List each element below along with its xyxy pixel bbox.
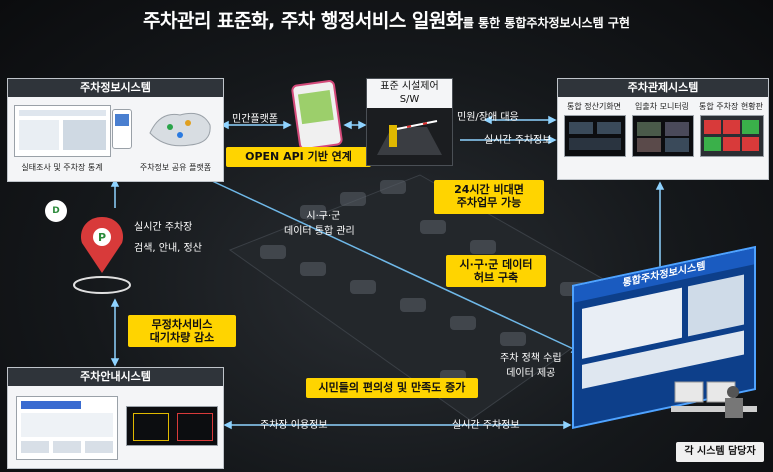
- operator-desk-icon: [671, 381, 757, 418]
- title-sub: 를 통한 통합주차정보시스템 구현: [462, 16, 630, 30]
- realtime-search-label: 실시간 주차장 검색, 안내, 정산: [134, 218, 202, 254]
- panel-title: 주차관제시스템: [558, 79, 768, 97]
- mobile-screen: [112, 109, 132, 149]
- hub-tag: 시·구·군 데이터 허브 구축: [446, 255, 546, 287]
- survey-stats-screen: [14, 105, 111, 157]
- panel-title: 주차정보시스템: [8, 79, 223, 97]
- unmanned-line-2: 대기차량 감소: [149, 331, 215, 344]
- location-pin-icon: P: [73, 217, 131, 294]
- realtime-info-top-label: 실시간 주차정보: [484, 135, 552, 146]
- city-data-line-1: 시·구·군: [306, 211, 341, 222]
- hub-line-2: 허브 구축: [473, 271, 519, 284]
- settlement-screen: [564, 115, 626, 157]
- policy-line-2: 데이터 제공: [506, 368, 556, 379]
- facility-title-box: 표준 시설제어 S/W: [367, 79, 452, 108]
- realtime-search-line-2: 검색, 안내, 정산: [134, 243, 202, 254]
- parking-control-system-panel: 주차관제시스템 통합 정산기화면 입출차 모니터링 통합 주차장 현황판: [557, 78, 769, 180]
- unmanned-tag: 무정차서비스 대기차량 감소: [128, 315, 236, 347]
- guide-web-screen: [16, 396, 118, 460]
- open-api-tag: OPEN API 기반 연계: [226, 147, 371, 167]
- complaint-label: 민원/장애 대응: [457, 112, 519, 123]
- nonface-tag: 24시간 비대면 주차업무 가능: [434, 180, 544, 214]
- facility-title: 표준 시설제어: [380, 81, 439, 92]
- nonface-line-1: 24시간 비대면: [454, 183, 524, 196]
- app-logo-icon: D: [45, 200, 67, 222]
- unmanned-line-1: 무정차서비스: [151, 318, 213, 331]
- panel-title: 주차안내시스템: [8, 368, 223, 386]
- entry-monitor-screen: [632, 115, 694, 157]
- sharing-map-graphic: [140, 103, 218, 151]
- parking-info-system-panel: 주차정보시스템 실태조사 및 주차장 통계 주차정보 공유 플랫폼: [7, 78, 224, 182]
- policy-line-1: 주차 정책 수립: [500, 353, 562, 364]
- staff-label: 각 시스템 담당자: [676, 442, 764, 462]
- citizen-satisfaction-tag: 시민들의 편의성 및 만족도 증가: [306, 378, 478, 398]
- guide-signboard: [126, 406, 218, 446]
- survey-stats-caption: 실태조사 및 주차장 통계: [21, 163, 103, 172]
- svg-text:P: P: [98, 231, 106, 244]
- entry-monitor-caption: 입출차 모니터링: [634, 102, 690, 111]
- hub-line-1: 시·구·군 데이터: [459, 258, 533, 271]
- realtime-info-bottom-label: 실시간 주차정보: [452, 420, 520, 431]
- parking-gate-icon: [377, 120, 442, 155]
- status-board-caption: 통합 주차장 현황판: [699, 102, 763, 111]
- connection-arrows: [110, 115, 665, 430]
- status-board-screen: [700, 115, 764, 157]
- usage-info-label: 주차장 이용정보: [260, 420, 328, 431]
- nonface-line-2: 주차업무 가능: [456, 196, 522, 209]
- settlement-caption: 통합 정산기화면: [566, 102, 622, 111]
- diagram-title: 주차관리 표준화, 주차 행정서비스 일원화를 통한 통합주차정보시스템 구현: [0, 6, 773, 33]
- facility-control-panel: 표준 시설제어 S/W: [366, 78, 453, 166]
- city-data-label: 시·구·군 데이터 통합 관리: [284, 207, 355, 237]
- parking-guide-system-panel: 주차안내시스템: [7, 367, 224, 469]
- sharing-platform-caption: 주차정보 공유 플랫폼: [139, 163, 212, 172]
- realtime-search-line-1: 실시간 주차장: [134, 222, 193, 233]
- city-data-line-2: 데이터 통합 관리: [284, 226, 355, 237]
- title-main: 주차관리 표준화, 주차 행정서비스 일원화: [143, 10, 463, 32]
- facility-subtitle: S/W: [399, 94, 420, 105]
- phone-icon: [290, 79, 344, 151]
- policy-label: 주차 정책 수립 데이터 제공: [500, 349, 562, 379]
- private-platform-label: 민간플랫폼: [232, 114, 278, 125]
